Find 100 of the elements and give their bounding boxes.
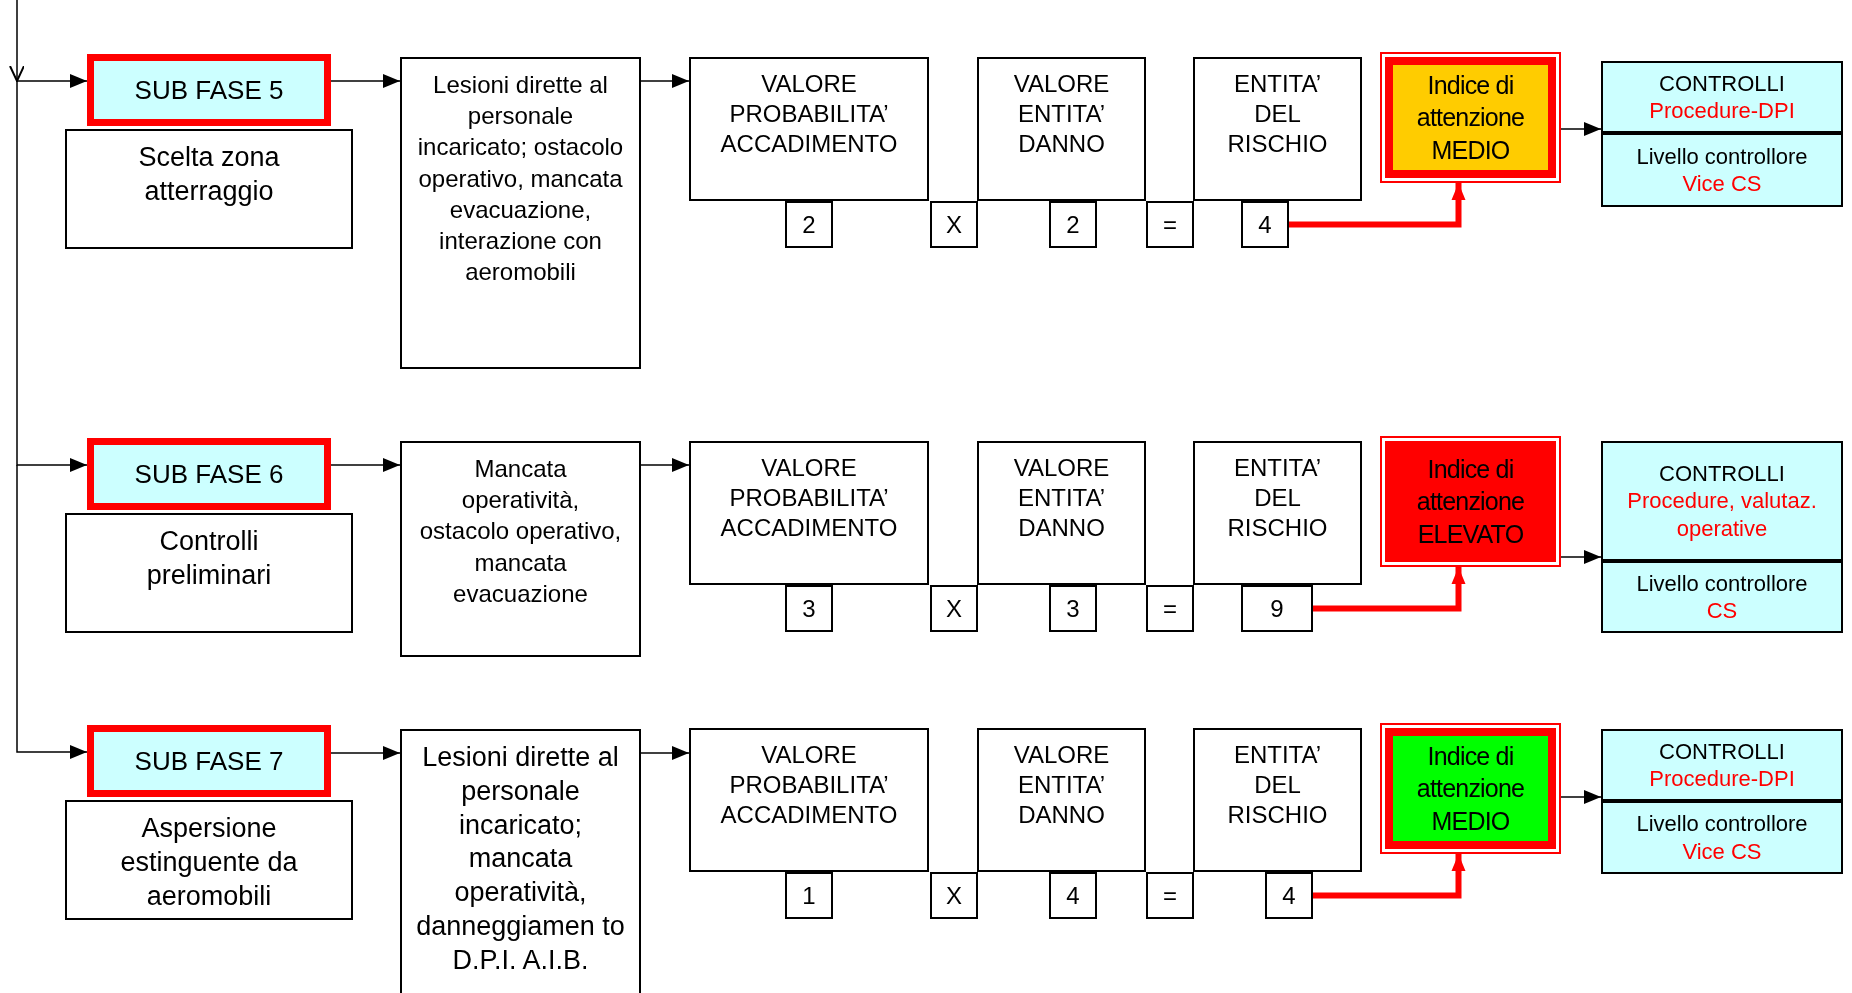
controls-box <box>1601 729 1843 801</box>
controls-box <box>1601 61 1843 133</box>
control-level-text: Livello controllore <box>1636 569 1808 597</box>
operator-box <box>930 201 978 248</box>
attention-index-text: MEDIO <box>1431 805 1510 837</box>
attention-index-box <box>1380 52 1561 183</box>
controls-box <box>1601 441 1843 561</box>
parameter-box <box>1193 57 1362 201</box>
value-number: 4 <box>1066 881 1080 910</box>
arrow <box>640 746 690 760</box>
operator-box <box>930 585 978 632</box>
control-level-text: Vice CS <box>1682 837 1762 865</box>
parameter-box <box>977 57 1146 201</box>
control-level-text: Livello controllore <box>1636 142 1808 170</box>
value-number: 2 <box>1066 210 1080 239</box>
parameter-box <box>689 441 929 585</box>
controls-text: CONTROLLI <box>1659 737 1785 765</box>
operator-sign: = <box>1163 594 1177 623</box>
phase-title: SUB FASE 7 <box>134 745 284 777</box>
hazard-box <box>400 729 641 993</box>
value-box <box>1241 201 1289 248</box>
description-box <box>65 129 353 249</box>
parameter-label: VALORE ENTITA’ DANNO <box>1012 453 1111 543</box>
operator-box <box>1146 872 1194 919</box>
description-box <box>65 513 353 633</box>
parameter-label: ENTITA’ DEL RISCHIO <box>1226 740 1329 830</box>
arrow <box>1560 550 1602 564</box>
phase-box <box>87 54 331 126</box>
value-box <box>785 872 833 919</box>
arrow <box>640 458 690 472</box>
operator-sign: X <box>946 210 962 239</box>
control-level-box <box>1601 561 1843 633</box>
operator-sign: = <box>1163 210 1177 239</box>
value-number: 1 <box>802 881 816 910</box>
phase-description: Aspersione estinguente da aeromobili <box>119 812 299 913</box>
parameter-box <box>977 441 1146 585</box>
arrow <box>330 746 401 760</box>
control-level-box <box>1601 133 1843 207</box>
attention-index-text: Indice di attenzione <box>1415 69 1526 134</box>
operator-box <box>1146 585 1194 632</box>
arrow <box>1313 854 1466 899</box>
arrow <box>1313 567 1466 612</box>
arrow <box>9 0 88 88</box>
hazard-box <box>400 57 641 369</box>
parameter-box <box>977 728 1146 872</box>
controls-text: Procedure-DPI <box>1649 765 1795 793</box>
parameter-label: ENTITA’ DEL RISCHIO <box>1226 69 1329 159</box>
control-level-text: Vice CS <box>1682 170 1762 198</box>
parameter-label: VALORE PROBABILITA’ ACCADIMENTO <box>719 453 899 543</box>
attention-index-text: MEDIO <box>1431 134 1510 166</box>
value-box <box>1241 585 1313 632</box>
parameter-box <box>1193 441 1362 585</box>
attention-index-text: Indice di attenzione <box>1415 740 1526 805</box>
attention-index-text: ELEVATO <box>1417 518 1524 550</box>
hazard-text: Lesioni dirette al personale incaricato; mancata operatività, danneggiamen to D.P.I. A.I.B. <box>415 741 626 977</box>
phase-title: SUB FASE 6 <box>134 458 284 490</box>
phase-description: Scelta zona atterraggio <box>137 141 281 208</box>
hazard-box <box>400 441 641 657</box>
value-number: 4 <box>1258 210 1272 239</box>
operator-box <box>1146 201 1194 248</box>
parameter-box <box>689 57 929 201</box>
parameter-label: VALORE PROBABILITA’ ACCADIMENTO <box>719 69 899 159</box>
hazard-text: Lesioni dirette al personale incaricato; ostacolo operativo, mancata evacuazione, interazione con aeromobili <box>416 70 625 288</box>
description-box <box>65 800 353 920</box>
attention-index-box <box>1380 436 1561 567</box>
phase-box <box>87 438 331 510</box>
arrow <box>330 458 401 472</box>
phase-box <box>87 725 331 797</box>
controls-text: CONTROLLI <box>1659 69 1785 97</box>
controls-text: Procedure-DPI <box>1649 97 1795 125</box>
hazard-text: Mancata operatività, ostacolo operativo, mancata evacuazione <box>418 454 623 609</box>
value-box <box>1049 585 1097 632</box>
controls-text: CONTROLLI <box>1659 459 1785 488</box>
value-box <box>1049 872 1097 919</box>
arrow <box>1560 122 1602 136</box>
parameter-label: VALORE ENTITA’ DANNO <box>1012 69 1111 159</box>
operator-sign: = <box>1163 881 1177 910</box>
operator-sign: X <box>946 881 962 910</box>
control-level-box <box>1601 801 1843 874</box>
phase-title: SUB FASE 5 <box>134 74 284 106</box>
value-box <box>1265 872 1313 919</box>
operator-sign: X <box>946 594 962 623</box>
arrow <box>16 80 88 472</box>
value-number: 3 <box>1066 594 1080 623</box>
parameter-label: ENTITA’ DEL RISCHIO <box>1226 453 1329 543</box>
parameter-label: VALORE ENTITA’ DANNO <box>1012 740 1111 830</box>
value-box <box>785 201 833 248</box>
arrow <box>1560 790 1602 804</box>
control-level-text: Livello controllore <box>1636 810 1808 838</box>
arrow <box>1289 183 1466 228</box>
value-number: 3 <box>802 594 816 623</box>
attention-index-text: Indice di attenzione <box>1415 453 1526 518</box>
parameter-box <box>1193 728 1362 872</box>
value-box <box>1049 201 1097 248</box>
value-box <box>785 585 833 632</box>
parameter-box <box>689 728 929 872</box>
control-level-text: CS <box>1706 597 1738 625</box>
arrow <box>640 74 690 88</box>
arrow <box>330 74 401 88</box>
controls-text: Procedure, valutaz. operative <box>1626 487 1818 543</box>
